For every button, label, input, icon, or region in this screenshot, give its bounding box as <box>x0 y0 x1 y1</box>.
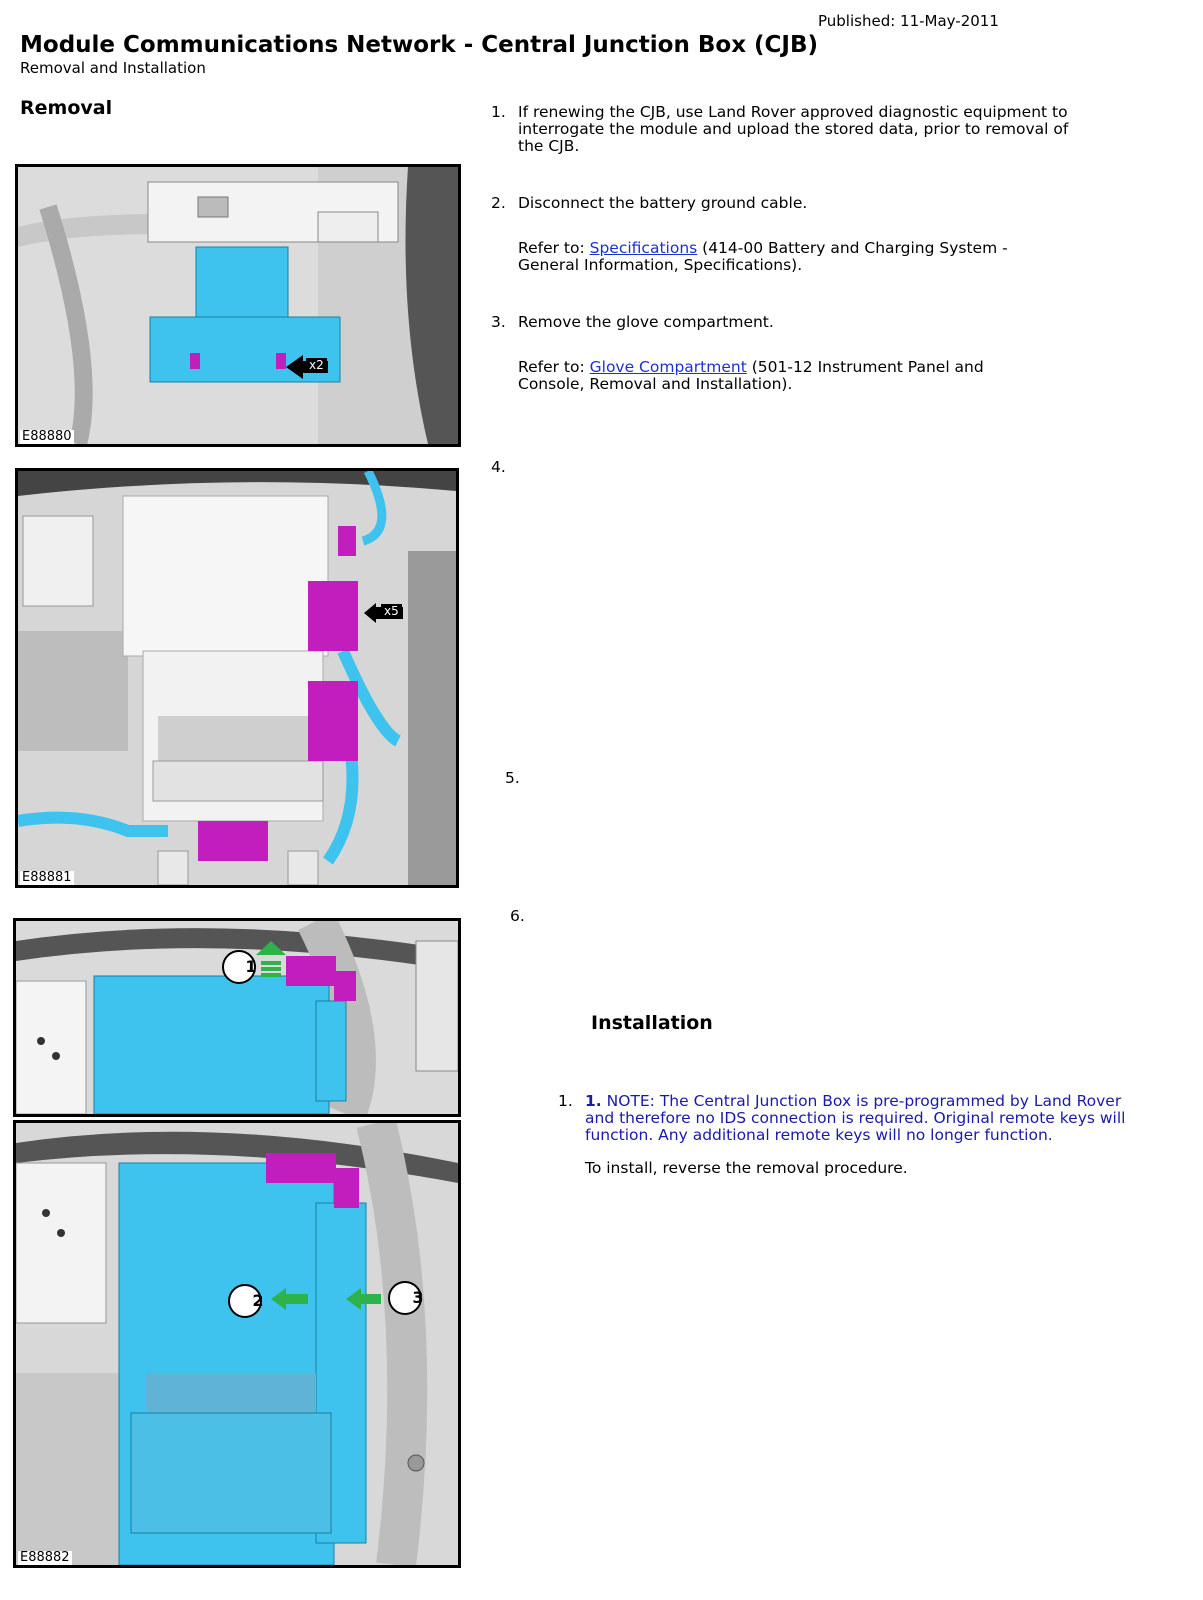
figure-e88882: 2 3 E88882 <box>13 1120 461 1568</box>
callout-2: 2 <box>252 1291 264 1310</box>
step-text: If renewing the CJB, use Land Rover appr… <box>518 103 1069 155</box>
figure-e88882-illustration <box>16 1123 458 1565</box>
step-text: Remove the glove compartment. <box>518 313 774 331</box>
figure-step-6a: 1 <box>13 918 461 1117</box>
figure-e88880: x2 E88880 <box>15 164 461 447</box>
installation-heading: Installation <box>591 1012 713 1034</box>
step-reference: Refer to: Specifications (414-00 Battery… <box>518 240 1058 274</box>
note-number: 1. <box>585 1092 602 1110</box>
figure-e88881-illustration <box>18 471 456 885</box>
step-number: 3. <box>491 313 506 331</box>
specifications-link[interactable]: Specifications <box>589 239 698 257</box>
note-text: NOTE: The Central Junction Box is pre-pr… <box>585 1092 1126 1144</box>
figure-label: E88880 <box>20 429 74 444</box>
figure-label: E88882 <box>18 1550 72 1565</box>
callout-x2: x2 <box>306 358 327 372</box>
figure-e88880-illustration <box>18 167 458 444</box>
page-title: Module Communications Network - Central … <box>20 32 819 58</box>
figure-label: E88881 <box>20 870 74 885</box>
reference-suffix: (501-12 Instrument Panel and Console, Re… <box>518 358 984 393</box>
step-text: To install, reverse the removal procedur… <box>585 1159 908 1177</box>
step-reference: Refer to: Glove Compartment (501-12 Inst… <box>518 359 1038 393</box>
callout-1: 1 <box>245 957 257 976</box>
step-number: 2. <box>491 194 506 212</box>
installation-note: 1. NOTE: The Central Junction Box is pre… <box>585 1093 1140 1144</box>
step-number: 5. <box>505 769 520 787</box>
reference-prefix: Refer to: <box>518 358 590 376</box>
reference-prefix: Refer to: <box>518 239 590 257</box>
figure-e88881: x5 E88881 <box>15 468 459 888</box>
step-number: 4. <box>491 458 506 476</box>
callout-x5: x5 <box>381 604 402 618</box>
callout-3: 3 <box>412 1288 424 1307</box>
glove-compartment-link[interactable]: Glove Compartment <box>589 358 747 376</box>
step-text: Disconnect the battery ground cable. <box>518 194 808 212</box>
figure-step-6a-illustration <box>16 921 458 1114</box>
page-subtitle: Removal and Installation <box>20 59 206 77</box>
step-number: 6. <box>510 907 525 925</box>
step-number: 1. <box>491 103 506 121</box>
published-date: Published: 11-May-2011 <box>818 12 999 30</box>
reference-suffix: (414-00 Battery and Charging System - Ge… <box>518 239 1008 274</box>
removal-heading: Removal <box>20 97 113 119</box>
step-number: 1. <box>558 1092 573 1110</box>
